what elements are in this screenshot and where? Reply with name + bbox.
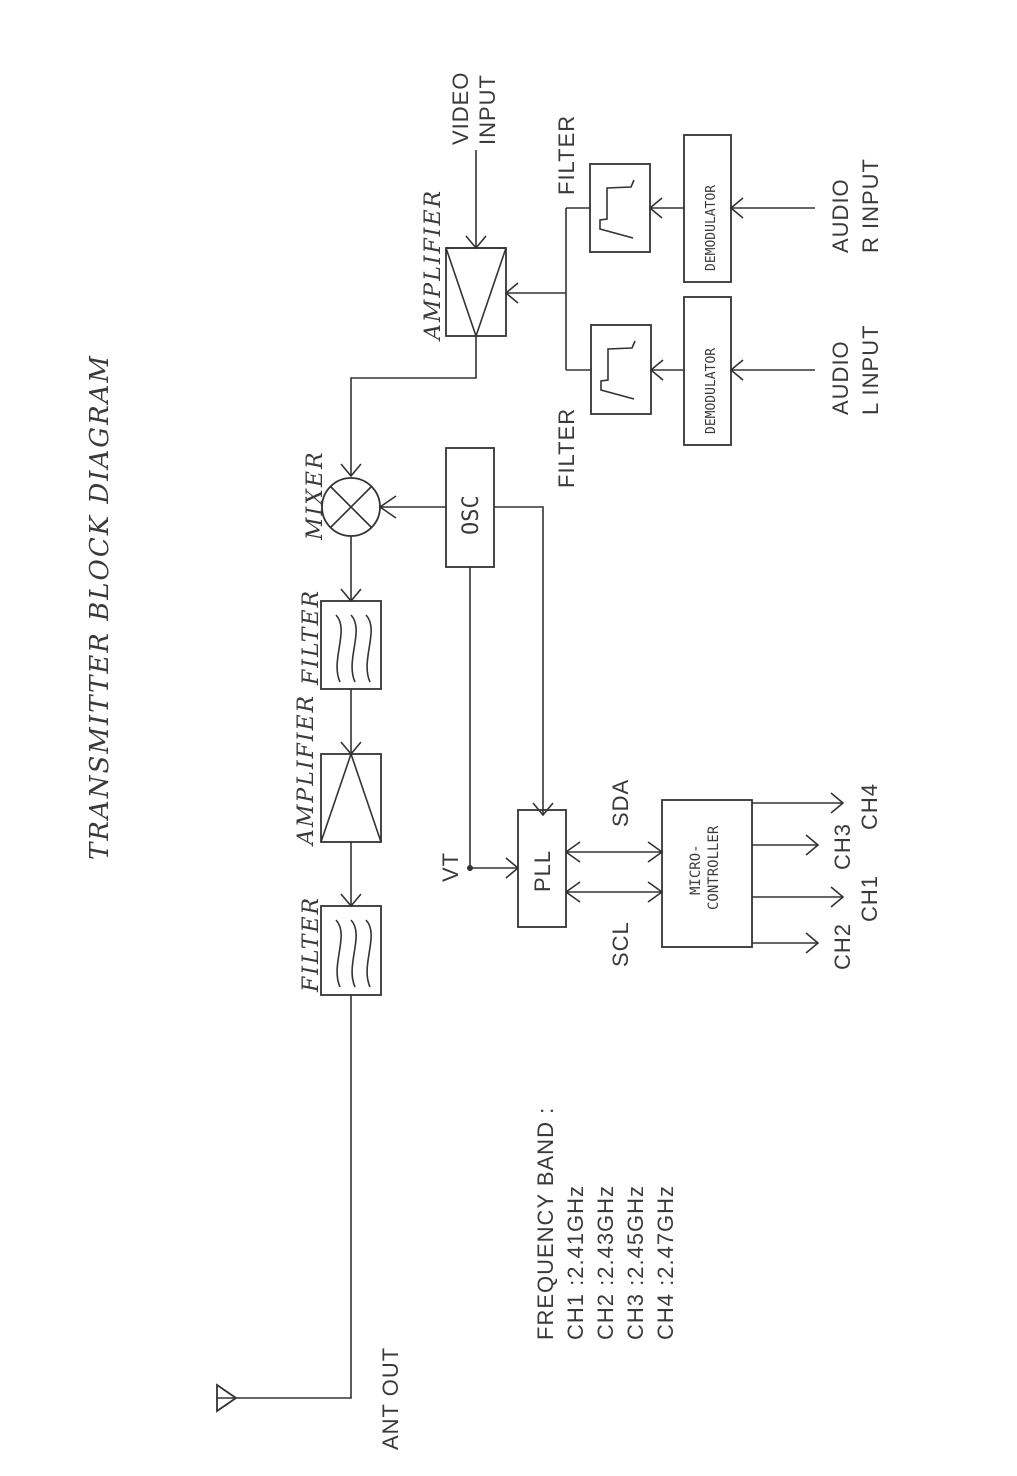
filter-r-label: FILTER xyxy=(554,115,579,195)
frequency-band-heading: FREQUENCY BAND : xyxy=(533,1107,558,1340)
antenna-icon xyxy=(216,1383,238,1413)
diagram-title: TRANSMITTER BLOCK DIAGRAM xyxy=(85,354,115,860)
pll xyxy=(517,809,567,928)
filter-rf-1 xyxy=(320,600,382,690)
ch2-label: CH2 xyxy=(830,923,855,970)
frequency-row: CH4 :2.47GHz xyxy=(653,1185,678,1340)
vt-label: VT xyxy=(438,852,463,882)
audio-l-label-2: L INPUT xyxy=(858,324,883,415)
frequency-row: CH2 :2.43GHz xyxy=(593,1185,618,1340)
filter-rf-2 xyxy=(320,905,382,996)
scl-label: SCL xyxy=(608,921,633,967)
mixer-label: MIXER xyxy=(303,450,328,541)
ant-out-label: ANT OUT xyxy=(378,1347,403,1450)
sda-label: SDA xyxy=(608,779,633,827)
amplifier-video xyxy=(445,247,507,337)
mixer xyxy=(321,477,381,537)
audio-l-label-1: AUDIO xyxy=(828,340,853,415)
frequency-row: CH1 :2.41GHz xyxy=(563,1185,588,1340)
microcontroller-label-1: MICRO- xyxy=(688,844,704,895)
video-input-label-2: INPUT xyxy=(475,74,500,145)
filter-low-label: FILTER xyxy=(299,896,324,993)
filter-mid-label: FILTER xyxy=(299,589,324,686)
amplifier-video-label: AMPLIFIER xyxy=(421,189,446,342)
video-input-arrow xyxy=(465,150,487,250)
video-input-label-1: VIDEO xyxy=(448,72,473,145)
filter-audio-r xyxy=(589,163,651,253)
ch3-label: CH3 xyxy=(830,823,855,870)
amplifier-rf xyxy=(320,753,382,843)
audio-r-label-1: AUDIO xyxy=(828,178,853,253)
microcontroller-label-2: CONTROLLER xyxy=(706,825,722,910)
amplifier-mid-label: AMPLIFIER xyxy=(294,694,319,847)
osc-label: OSC xyxy=(459,495,484,535)
filter-audio-l xyxy=(590,324,652,415)
filter-l-label: FILTER xyxy=(554,408,579,488)
junction-dot xyxy=(467,865,473,871)
ch4-label: CH4 xyxy=(857,783,882,830)
microcontroller xyxy=(661,799,753,948)
frequency-row: CH3 :2.45GHz xyxy=(623,1185,648,1340)
pll-label: PLL xyxy=(530,850,555,892)
demodulator-l-label: DEMODULATOR xyxy=(704,348,719,434)
audio-r-label-2: R INPUT xyxy=(858,158,883,253)
ch1-label: CH1 xyxy=(857,875,882,922)
demodulator-r-label: DEMODULATOR xyxy=(704,185,719,271)
